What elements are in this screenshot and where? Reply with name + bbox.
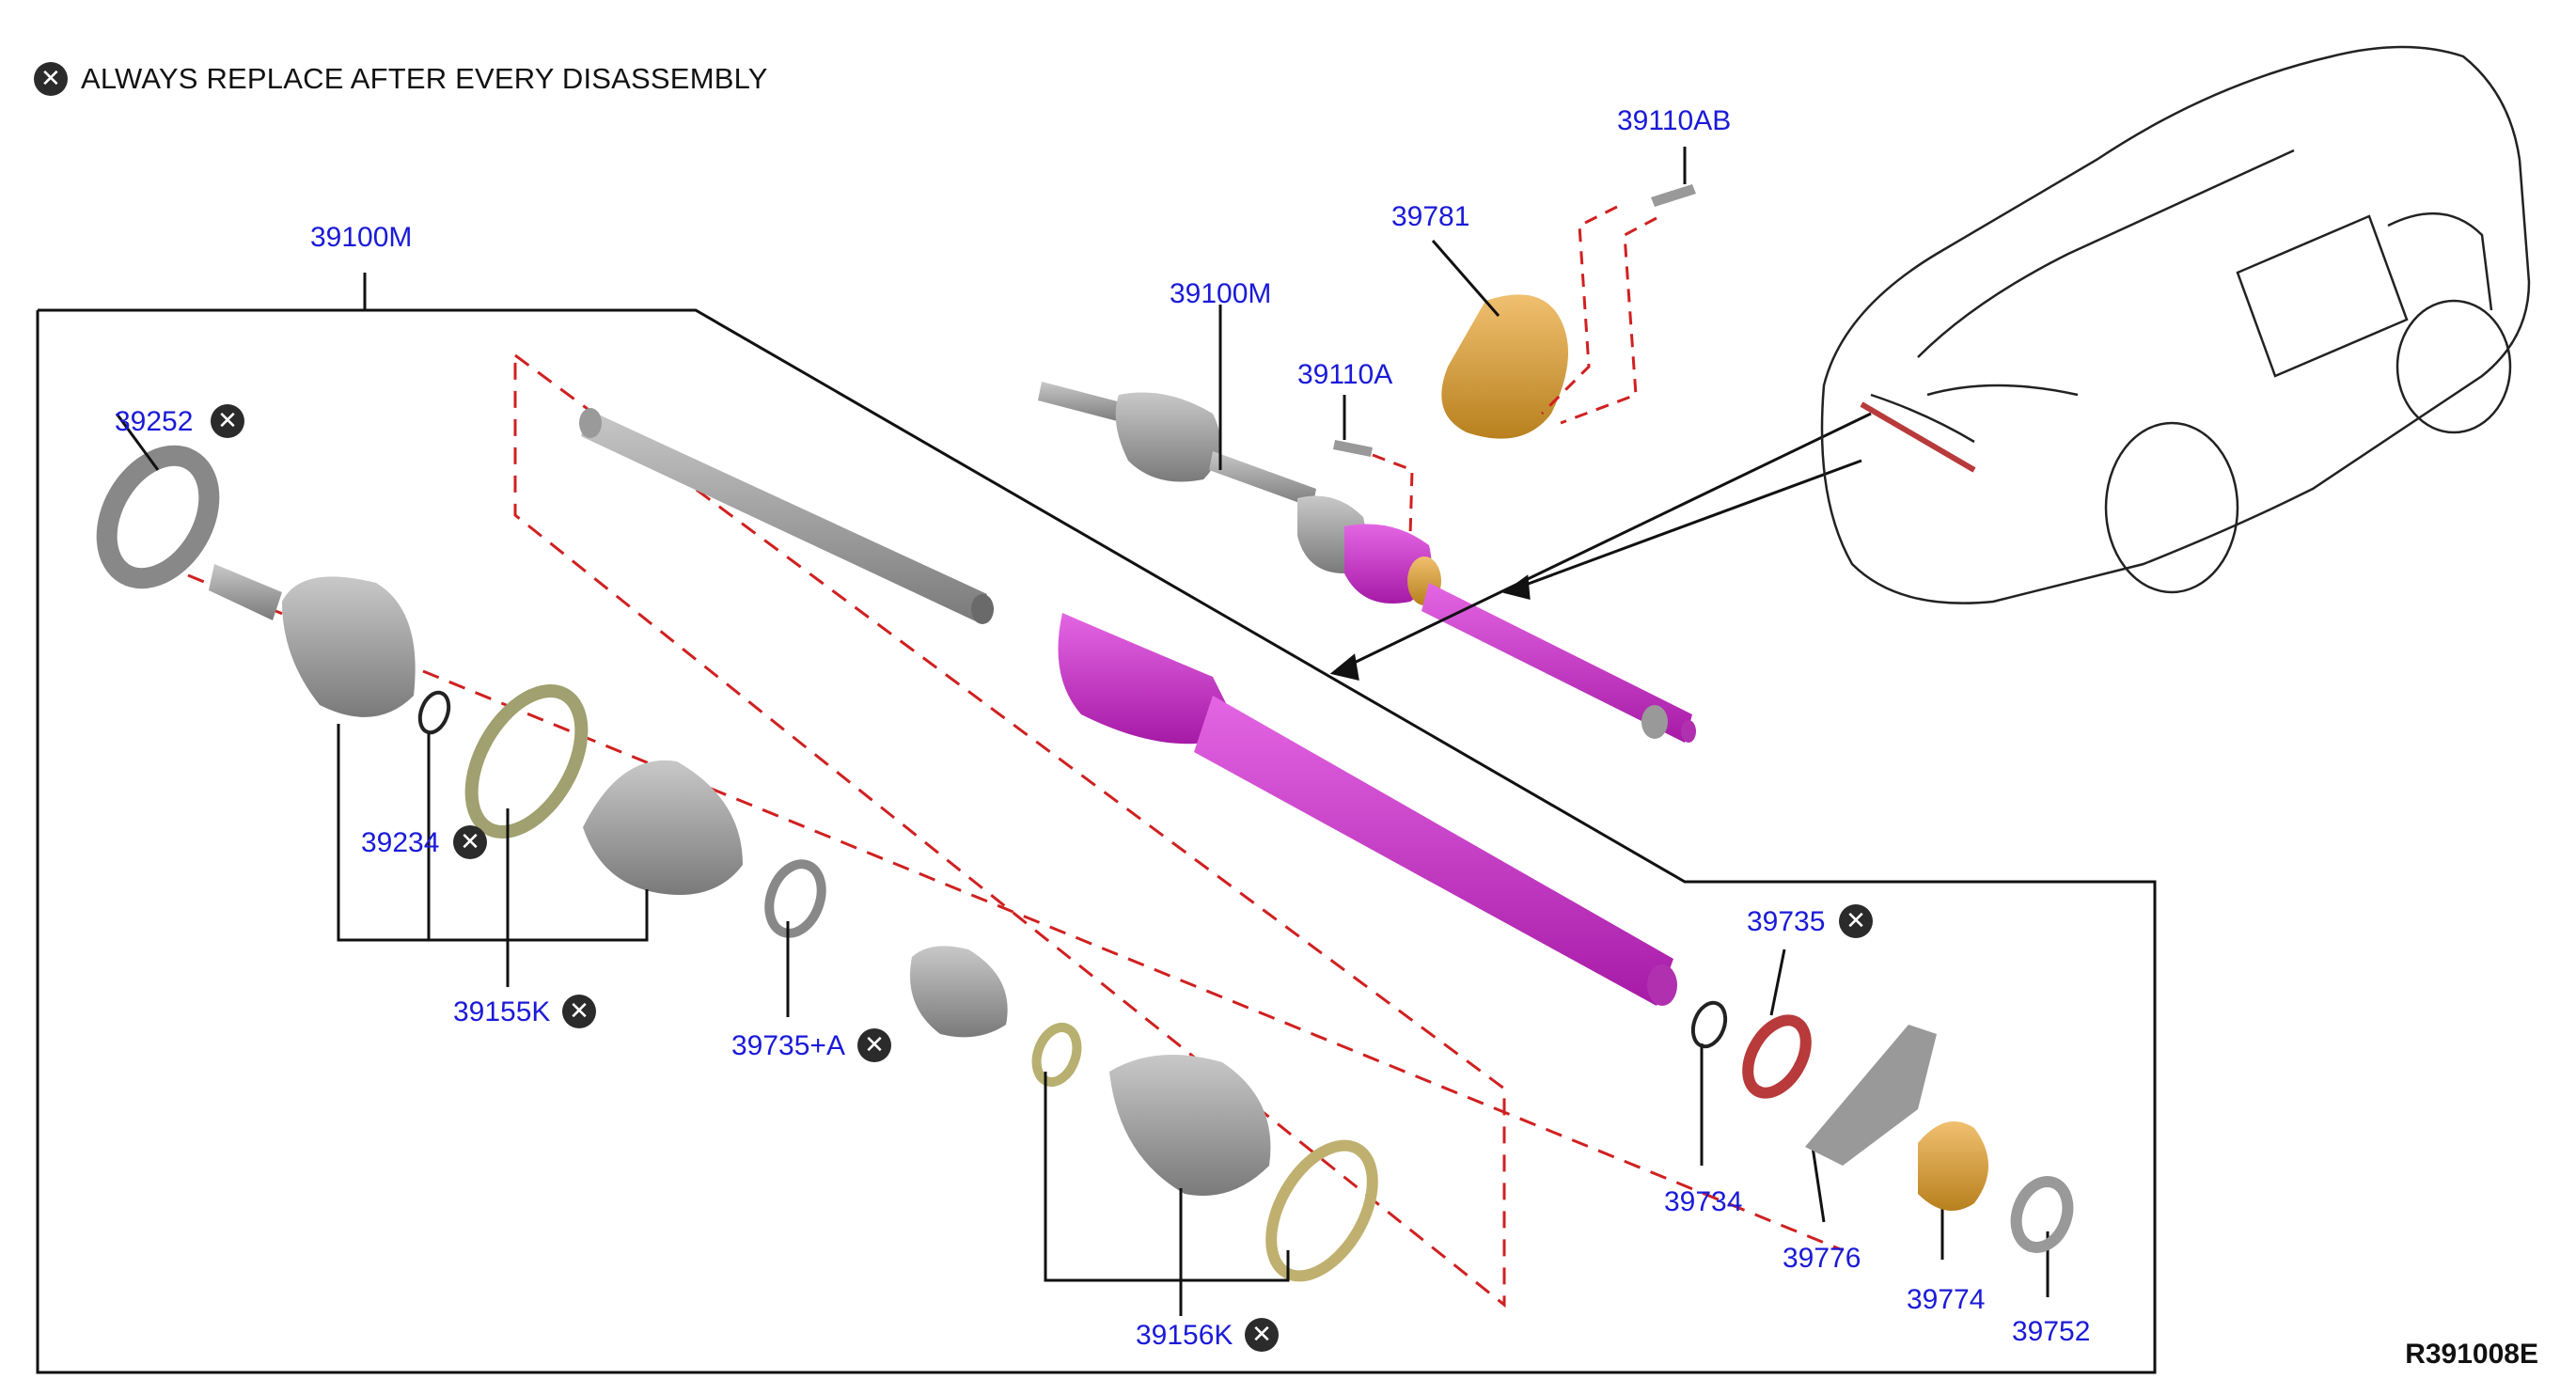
vehicle-outline [1820, 45, 2531, 604]
part-39155K[interactable]: 39155K [453, 996, 551, 1027]
part-39252[interactable]: 39252 [115, 406, 194, 437]
boot-band-39156K[interactable] [1250, 1128, 1393, 1293]
diagram-reference: R391008E [2405, 1339, 2538, 1370]
main-shaft-magenta[interactable] [1058, 613, 1678, 1006]
part-39781[interactable]: 39781 [1391, 201, 1470, 232]
bracket-39776[interactable] [1805, 1025, 1937, 1166]
driveshaft-assembly-top[interactable] [1038, 382, 1696, 743]
seal-39735[interactable] [1736, 1011, 1817, 1104]
seal-ring-39252[interactable] [86, 437, 229, 596]
part-39100M-top[interactable]: 39100M [1170, 278, 1272, 309]
part-39100M-left[interactable]: 39100M [310, 222, 413, 253]
replace-x-icon: ✕ [857, 1028, 891, 1062]
part-39110AB[interactable]: 39110AB [1617, 105, 1732, 136]
part-39735[interactable]: 39735 [1747, 906, 1826, 937]
boot-outer[interactable] [583, 760, 743, 895]
vehicle-shaft-highlight [1860, 401, 1976, 473]
replace-notice-text: ALWAYS REPLACE AFTER EVERY DISASSEMBLY [81, 62, 768, 95]
bearing-bracket-39781[interactable] [1441, 294, 1568, 439]
washer-39752[interactable] [2007, 1174, 2076, 1254]
replace-x-icon: ✕ [34, 62, 68, 96]
bolt-39110AB[interactable] [1651, 184, 1696, 207]
replace-x-icon: ✕ [211, 404, 244, 438]
part-39156K[interactable]: 39156K [1136, 1320, 1233, 1351]
part-39110A[interactable]: 39110A [1297, 359, 1393, 390]
replace-x-icon: ✕ [1245, 1318, 1279, 1352]
boot-band-39735A[interactable] [761, 856, 831, 940]
snap-ring-39734[interactable] [1688, 998, 1731, 1051]
part-39776[interactable]: 39776 [1783, 1243, 1861, 1274]
boot-inner[interactable] [1109, 1055, 1271, 1196]
exploded-dashed-outline [513, 353, 1506, 1309]
inner-spider[interactable] [910, 946, 1008, 1038]
boot-band-39155K[interactable] [448, 672, 604, 851]
part-39234[interactable]: 39234 [361, 827, 440, 858]
inner-shaft [579, 408, 994, 624]
part-39774[interactable]: 39774 [1907, 1284, 1986, 1315]
part-39735-A[interactable]: 39735+A [731, 1030, 845, 1061]
replace-x-icon: ✕ [1839, 904, 1873, 938]
replace-x-icon: ✕ [562, 995, 596, 1028]
replace-x-icon: ✕ [453, 825, 487, 859]
small-band-39156[interactable] [1029, 1022, 1084, 1088]
bolt-39110A[interactable] [1333, 440, 1373, 457]
replace-notice: ✕ ALWAYS REPLACE AFTER EVERY DISASSEMBLY [34, 62, 768, 96]
outer-joint-housing[interactable] [209, 564, 416, 717]
part-39734[interactable]: 39734 [1664, 1186, 1743, 1217]
part-39752[interactable]: 39752 [2012, 1316, 2091, 1347]
assembly-frame [36, 308, 2157, 1374]
bearing-39774[interactable] [1918, 1121, 1988, 1211]
snap-ring-39234[interactable] [415, 689, 453, 737]
